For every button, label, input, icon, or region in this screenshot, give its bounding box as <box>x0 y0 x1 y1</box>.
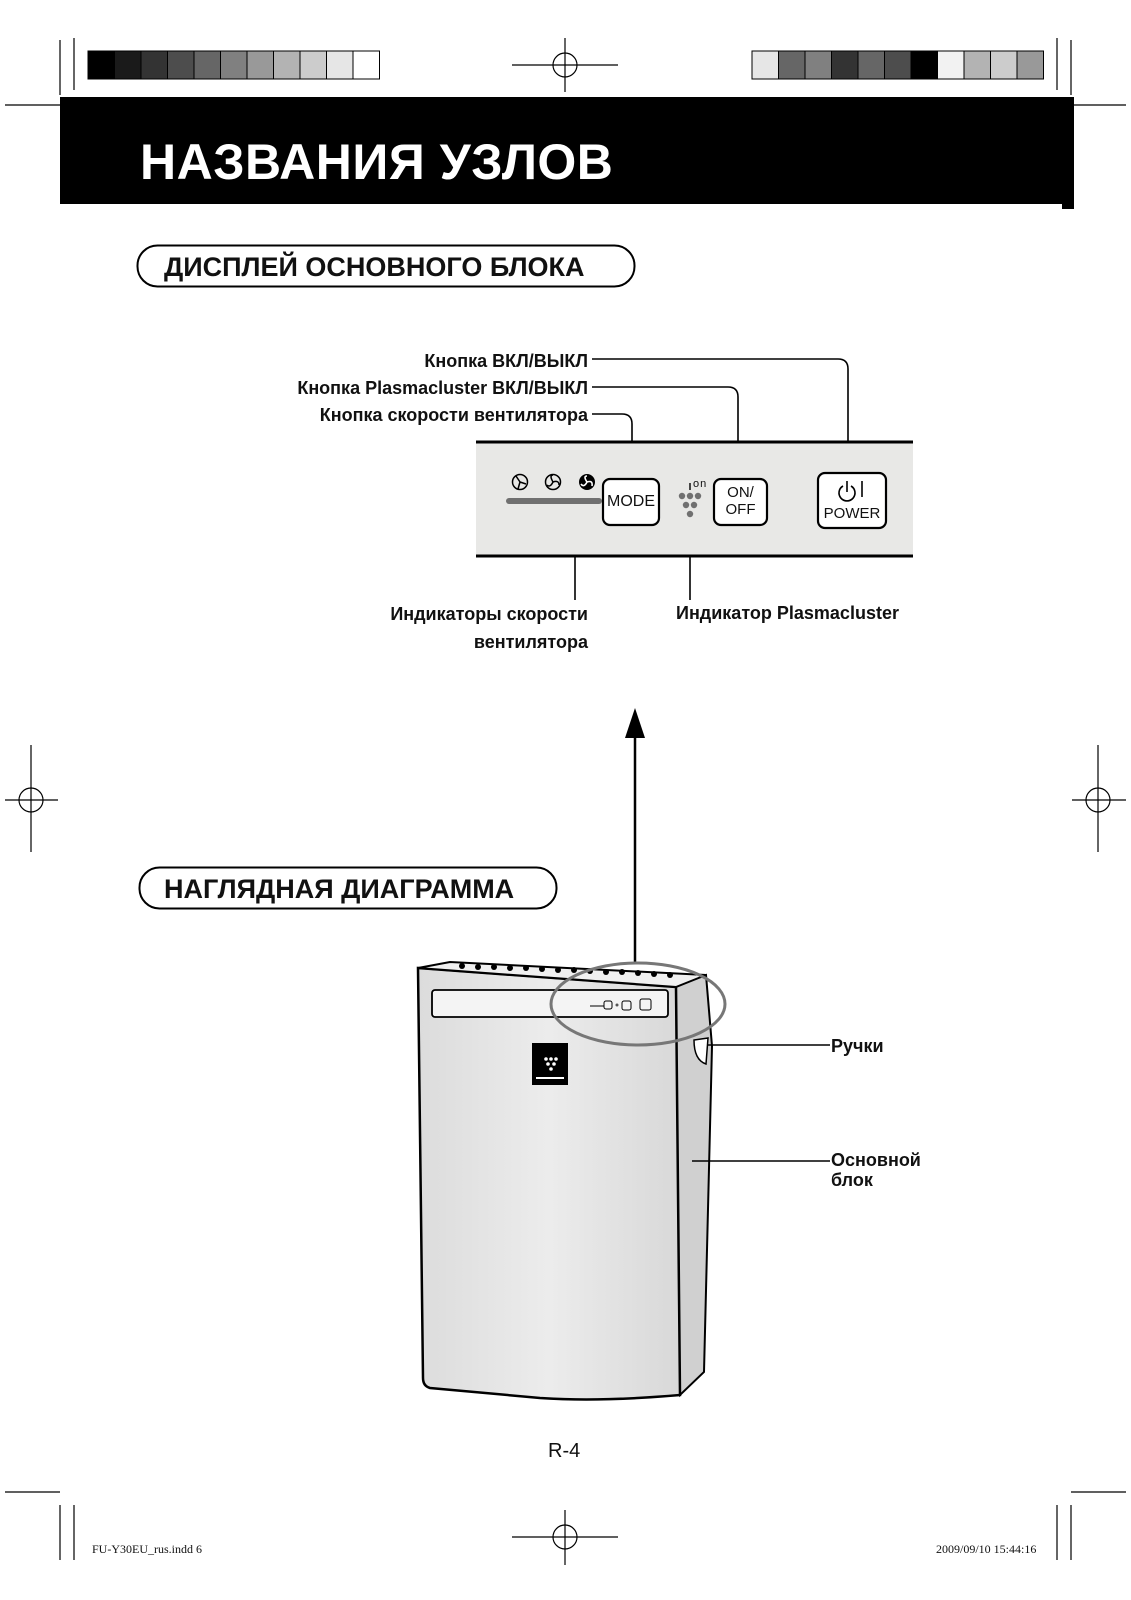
callout-power-button: Кнопка ВКЛ/ВЫКЛ <box>424 351 588 371</box>
display-highlight-ellipse <box>549 961 727 1047</box>
footer-timestamp: 2009/09/10 15:44:16 <box>936 1542 1037 1556</box>
onoff-line1: ON/ <box>727 484 754 501</box>
color-patch <box>937 50 965 80</box>
color-patch <box>804 50 832 80</box>
onoff-line2: OFF <box>725 501 756 518</box>
callout-plasmacluster-indicator: Индикатор Plasmacluster <box>676 603 899 623</box>
color-patch <box>857 50 885 80</box>
color-patch <box>1016 50 1044 80</box>
section-pill-diagram <box>138 866 558 910</box>
ion-label: on <box>693 478 708 490</box>
color-patch <box>273 50 301 80</box>
power-button-label: POWER <box>823 505 881 522</box>
power-button <box>816 471 888 530</box>
fan-speed-indicator-bar <box>506 498 602 504</box>
callout-fan-speed-button: Кнопка скорости вентилятора <box>319 405 588 425</box>
color-patch <box>751 50 779 80</box>
color-patch <box>193 50 221 80</box>
mode-button <box>601 477 661 527</box>
mode-button-label: MODE <box>607 493 655 510</box>
callout-fan-speed-indicators: Индикаторы скорости вентилятора <box>390 600 588 656</box>
callout-handles: Ручки <box>831 1036 884 1056</box>
page-number: R-4 <box>548 1440 581 1462</box>
fan-high-icon <box>579 474 595 490</box>
fan-medium-icon <box>544 473 562 491</box>
color-patch <box>352 50 380 80</box>
section-heading-diagram: НАГЛЯДНАЯ ДИАГРАММА <box>164 874 515 904</box>
color-patch <box>326 50 354 80</box>
color-patch <box>140 50 168 80</box>
power-icon <box>838 481 863 502</box>
color-patch <box>246 50 274 80</box>
title-bar-edge <box>1062 97 1074 209</box>
color-patch <box>910 50 938 80</box>
footer-file-name: FU-Y30EU_rus.indd 6 <box>92 1542 202 1556</box>
callout-main-unit-line2: блок <box>831 1170 873 1190</box>
fan-low-icon <box>511 473 529 491</box>
title-bar <box>60 97 1071 204</box>
color-patch <box>167 50 195 80</box>
zoom-arrow <box>625 708 645 963</box>
color-patch <box>963 50 991 80</box>
color-patch <box>299 50 327 80</box>
onoff-button <box>712 477 769 527</box>
callout-main-unit-line1: Основной <box>831 1150 921 1170</box>
color-patch <box>778 50 806 80</box>
callout-fan-speed-indicators-line2: вентилятора <box>473 632 588 652</box>
color-patch <box>831 50 859 80</box>
callout-fan-speed-indicators-line1: Индикаторы скорости <box>390 604 588 624</box>
onoff-button-label: ON/ OFF <box>714 484 767 518</box>
section-heading-display: ДИСПЛЕЙ ОСНОВНОГО БЛОКА <box>164 252 585 282</box>
section-pill-display <box>136 244 636 288</box>
color-patch <box>990 50 1018 80</box>
callout-plasmacluster-button: Кнопка Plasmacluster ВКЛ/ВЫКЛ <box>297 378 588 398</box>
callout-main-unit: Основной блок <box>831 1150 921 1190</box>
color-patch <box>114 50 142 80</box>
plasmacluster-indicator-icon <box>678 492 702 518</box>
page-title: НАЗВАНИЯ УЗЛОВ <box>140 134 614 190</box>
